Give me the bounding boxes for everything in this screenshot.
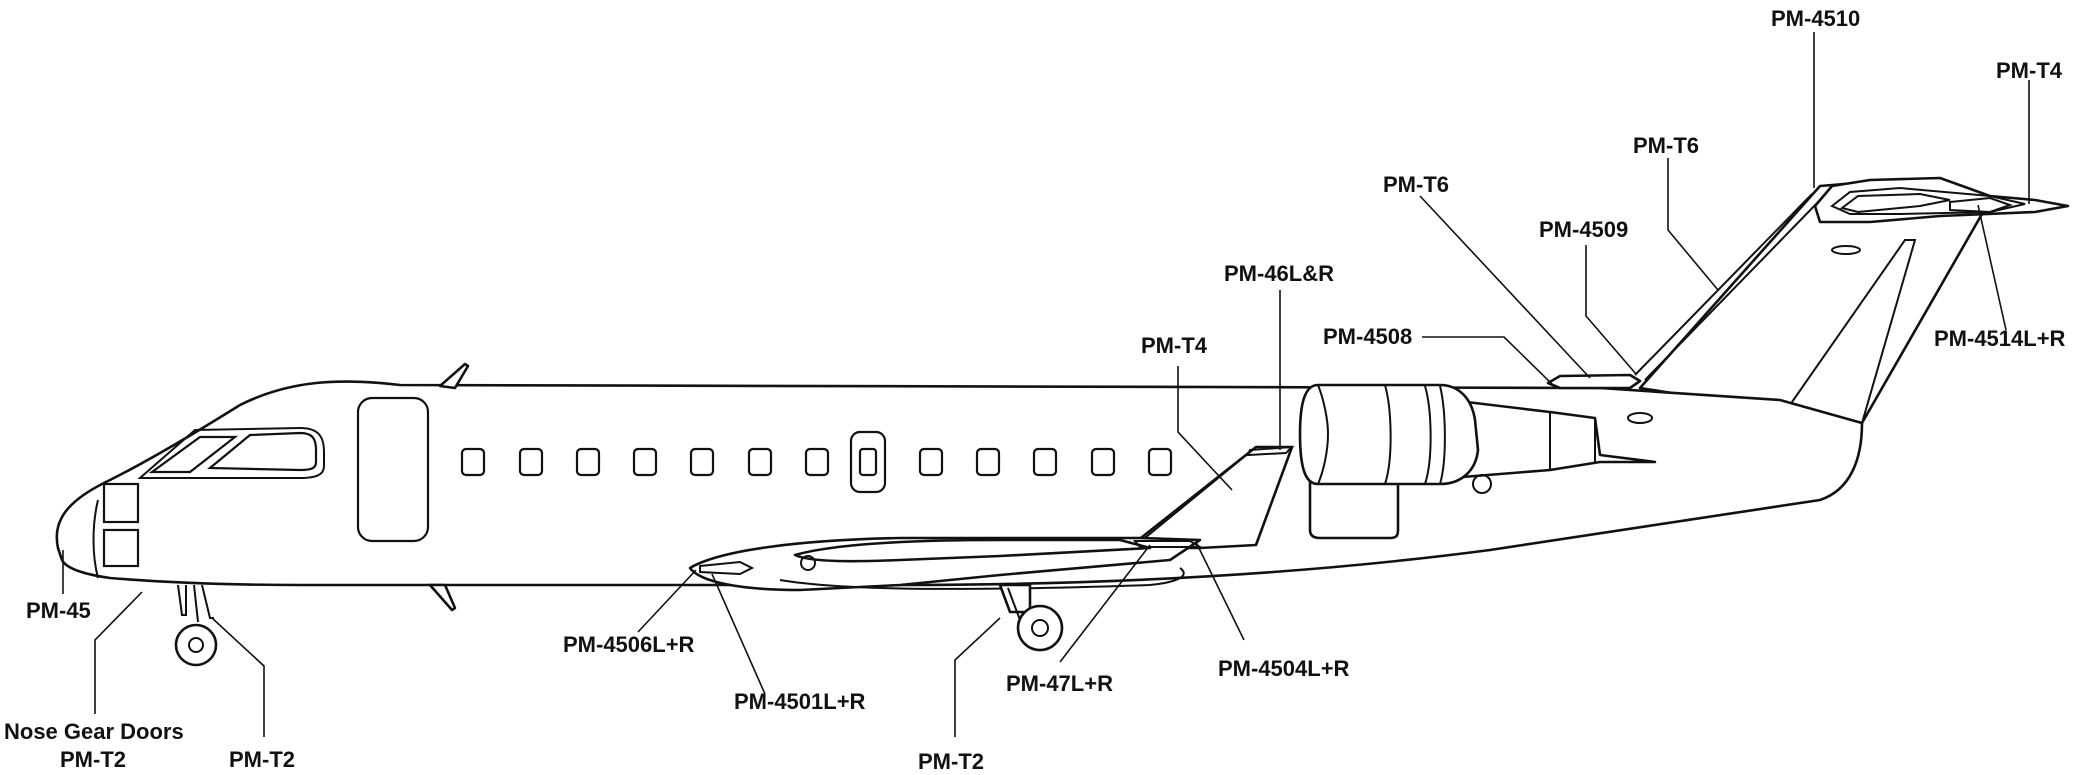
label-pm-t2-main-gear: PM-T2	[918, 749, 984, 774]
cabin-window	[975, 447, 1001, 477]
label-pm-4514lr: PM-4514L+R	[1934, 326, 2066, 351]
cabin-window	[858, 447, 878, 477]
cabin-window	[804, 447, 830, 477]
label-pm-t2-nose-gear: PM-T2	[229, 747, 295, 772]
leader-pm-47lr	[1059, 544, 1151, 663]
cabin-window	[575, 447, 601, 477]
fin-fillet-strip	[1546, 373, 1642, 390]
leader-pm-4514lr	[1977, 204, 2007, 331]
stabilizer-fairing	[1830, 186, 2026, 215]
leader-pm-4508	[1422, 336, 1553, 385]
cabin-windows	[460, 430, 1173, 494]
leader-pm-4504lr	[1195, 541, 1245, 641]
main-landing-gear	[998, 583, 1064, 652]
label-pm-4508: PM-4508	[1323, 324, 1413, 349]
cockpit-window-1	[148, 435, 239, 474]
cabin-window	[1032, 447, 1058, 477]
leader-pm-4509	[1585, 245, 1637, 375]
engine-pylon	[1308, 476, 1400, 540]
label-pm-4510: PM-4510	[1771, 6, 1861, 31]
label-pm-t4-tail: PM-T4	[1996, 58, 2062, 83]
tail-vent	[1831, 245, 1861, 255]
label-pm-45: PM-45	[26, 598, 91, 623]
leader-pm-t2-nose	[211, 617, 265, 737]
nose-window-lower	[102, 528, 140, 568]
leader-pm-t2-main	[954, 617, 1001, 737]
cabin-window	[518, 447, 544, 477]
nose-gear-wheel	[174, 623, 218, 667]
leader-nose-gear-doors	[94, 591, 143, 714]
vertical-fin	[1638, 180, 1992, 425]
cockpit-window-2	[207, 431, 318, 472]
cabin-window	[747, 447, 773, 477]
vertical-fin-cutout	[1791, 239, 1917, 424]
cabin-window	[460, 447, 486, 477]
fuselage-vent	[1627, 412, 1653, 424]
wing-root-light-strip	[699, 560, 755, 576]
label-pm-4509: PM-4509	[1539, 217, 1629, 242]
label-pm-t2-nose-doors: PM-T2	[60, 747, 126, 772]
cabin-window	[1090, 447, 1116, 477]
label-pm-t6-fin: PM-T6	[1633, 133, 1699, 158]
cabin-window	[632, 447, 658, 477]
forward-door	[356, 396, 430, 543]
stabilizer-inner-panel	[1839, 192, 1951, 214]
ventral-antenna	[428, 583, 457, 612]
nose-landing-gear	[174, 584, 218, 667]
engine-intake	[1317, 384, 1330, 485]
label-pm-47lr: PM-47L+R	[1006, 671, 1113, 696]
cockpit-frame	[137, 426, 325, 479]
leader-pm-t6-fillet	[1419, 195, 1591, 379]
leader-pm-4506lr	[637, 569, 697, 633]
cabin-window	[1147, 447, 1173, 477]
nacelle-panel-1	[1384, 384, 1392, 485]
nose-radome-seam	[92, 499, 99, 579]
tail-group	[1638, 176, 2070, 425]
nose-gear-hub	[188, 637, 204, 653]
cabin-window	[918, 447, 944, 477]
exhaust-cone	[1549, 412, 1596, 470]
nose-gear-door	[177, 584, 187, 616]
label-pm-4501lr: PM-4501L+R	[734, 689, 866, 714]
wing-group	[688, 445, 1295, 592]
wing-root-light	[800, 555, 816, 571]
engine-group	[1298, 383, 1657, 540]
wing-leading-edge	[1139, 451, 1251, 543]
nose-window-upper	[102, 482, 140, 524]
main-gear-hub	[1031, 619, 1049, 637]
label-nose-gear-doors: Nose Gear Doors	[4, 719, 184, 744]
label-pm-46lr: PM-46L&R	[1224, 261, 1335, 286]
dorsal-antenna	[438, 362, 470, 390]
leader-pm-4501lr	[711, 573, 766, 695]
flap-fairing	[793, 538, 1152, 563]
nose-gear-strut	[193, 584, 214, 623]
leader-lines	[62, 32, 2030, 737]
tail-cone-panel	[1949, 196, 2014, 214]
cabin-window	[689, 447, 715, 477]
lower-wing-fairing	[779, 567, 1185, 590]
label-pm-4504lr: PM-4504L+R	[1218, 656, 1350, 681]
engine-mount-knob	[1472, 474, 1492, 494]
main-gear-wheel	[1016, 604, 1064, 652]
label-pm-t4-wing: PM-T4	[1141, 333, 1207, 358]
fin-leading-edge-strip	[1634, 193, 1823, 381]
leader-pm-t6-fin	[1667, 158, 1719, 291]
aileron-strip	[1132, 540, 1204, 548]
nacelle-panel-3	[1439, 385, 1446, 485]
leader-pm-t4-wing	[1177, 366, 1233, 491]
nacelle-panel-2	[1424, 385, 1432, 485]
label-pm-4506lr: PM-4506L+R	[563, 632, 695, 657]
label-pm-t6-fillet: PM-T6	[1383, 172, 1449, 197]
